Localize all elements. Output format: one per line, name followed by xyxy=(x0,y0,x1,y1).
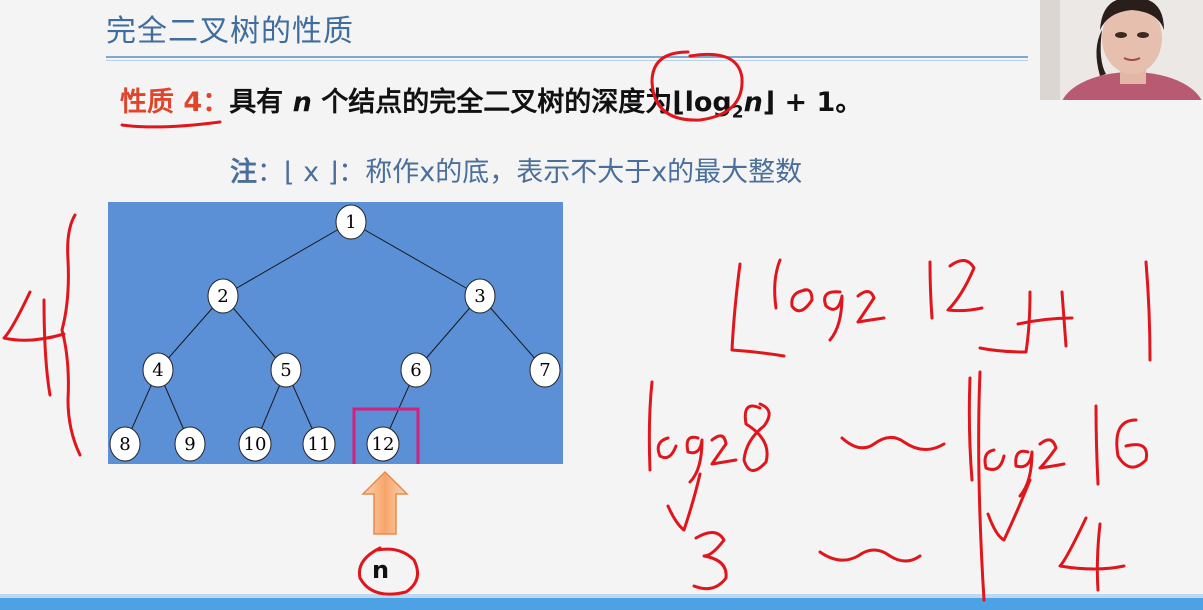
ink-underline-property xyxy=(120,120,222,129)
ink-log2-16 xyxy=(967,376,1149,498)
tree-node-label: 8 xyxy=(119,434,130,455)
ink-arrow-down-right xyxy=(986,478,1032,542)
tree-node-5: 5 xyxy=(270,352,302,388)
tree-node-11: 11 xyxy=(302,426,336,462)
bottom-bar xyxy=(0,594,1203,610)
binary-tree-diagram: 1 2 3 4 5 6 7 8 9 10 11 12 xyxy=(108,202,563,464)
slide-title: 完全二叉树的性质 xyxy=(106,14,354,49)
tree-node-4: 4 xyxy=(142,352,174,388)
property-separator: ： xyxy=(202,87,230,118)
tree-node-6: 6 xyxy=(400,352,432,388)
ink-tilde-bottom xyxy=(818,548,922,563)
up-arrow-icon xyxy=(361,470,409,540)
ink-long-stroke xyxy=(977,370,986,602)
title-divider xyxy=(106,56,1028,58)
formula-floor-open: ⌊log xyxy=(672,87,732,118)
tree-node-label: 7 xyxy=(539,360,550,381)
ink-floor-right xyxy=(978,290,1032,354)
webcam-overlay xyxy=(1040,0,1203,100)
tree-edge xyxy=(350,221,481,297)
ink-log-2 xyxy=(856,290,886,324)
tree-node-1: 1 xyxy=(335,204,367,240)
tree-node-10: 10 xyxy=(238,426,272,462)
ink-plus xyxy=(1016,290,1074,348)
title-divider-thin xyxy=(106,60,1028,61)
tree-edges xyxy=(124,221,546,445)
property-text-post: 个结点的完全二叉树的深度为 xyxy=(311,87,673,118)
tree-node-label: 4 xyxy=(152,360,163,381)
property-text-pre: 具有 xyxy=(229,87,293,118)
tree-node-12: 12 xyxy=(366,426,400,462)
ink-arrow-down-left xyxy=(666,472,702,532)
ink-digit-4 xyxy=(1058,516,1126,592)
ink-12 xyxy=(928,259,984,320)
n-label: n xyxy=(372,556,390,584)
tree-node-label: 12 xyxy=(372,434,395,455)
ink-log-l xyxy=(773,258,782,310)
note-text: ：⌊ x ⌋：称作x的底，表示不大于x的最大整数 xyxy=(257,157,803,188)
tree-edge xyxy=(222,221,352,297)
property-label: 性质 4 xyxy=(120,87,203,118)
tree-node-9: 9 xyxy=(174,426,206,462)
ink-log2-8 xyxy=(647,380,771,484)
tree-node-7: 7 xyxy=(529,352,561,388)
property-variable-n: n xyxy=(292,87,312,118)
ink-digit-4-left xyxy=(2,290,66,397)
ink-one xyxy=(1144,260,1152,362)
tree-node-3: 3 xyxy=(464,278,496,314)
formula-variable-n: n xyxy=(743,87,763,118)
formula-subscript: 2 xyxy=(731,102,744,123)
tree-node-label: 10 xyxy=(244,434,267,455)
tree-node-label: 3 xyxy=(474,286,485,307)
tree-node-label: 6 xyxy=(410,360,421,381)
ink-left-brace xyxy=(60,213,82,457)
tree-node-label: 2 xyxy=(217,286,228,307)
instructor-video xyxy=(1040,0,1203,100)
tree-node-label: 1 xyxy=(345,212,356,233)
tree-node-label: 11 xyxy=(308,434,331,455)
tree-node-label: 5 xyxy=(280,360,291,381)
ink-log-g xyxy=(823,290,844,342)
ink-tilde-top xyxy=(840,436,946,451)
tree-svg: 1 2 3 4 5 6 7 8 9 10 11 12 xyxy=(109,204,561,464)
tree-node-8: 8 xyxy=(109,426,141,462)
ink-digit-3 xyxy=(692,531,728,591)
tree-node-2: 2 xyxy=(207,278,239,314)
ink-log-o xyxy=(790,288,814,313)
ink-floor-left xyxy=(730,262,786,358)
property-statement: 性质 4：具有 n 个结点的完全二叉树的深度为⌊log2n⌋ + 1。 xyxy=(120,80,862,122)
note-line: 注：⌊ x ⌋：称作x的底，表示不大于x的最大整数 xyxy=(230,150,802,189)
tree-node-label: 9 xyxy=(184,434,195,455)
note-label: 注 xyxy=(230,157,257,188)
formula-floor-close: ⌋ + 1。 xyxy=(762,87,863,118)
highlight-box xyxy=(352,407,420,464)
